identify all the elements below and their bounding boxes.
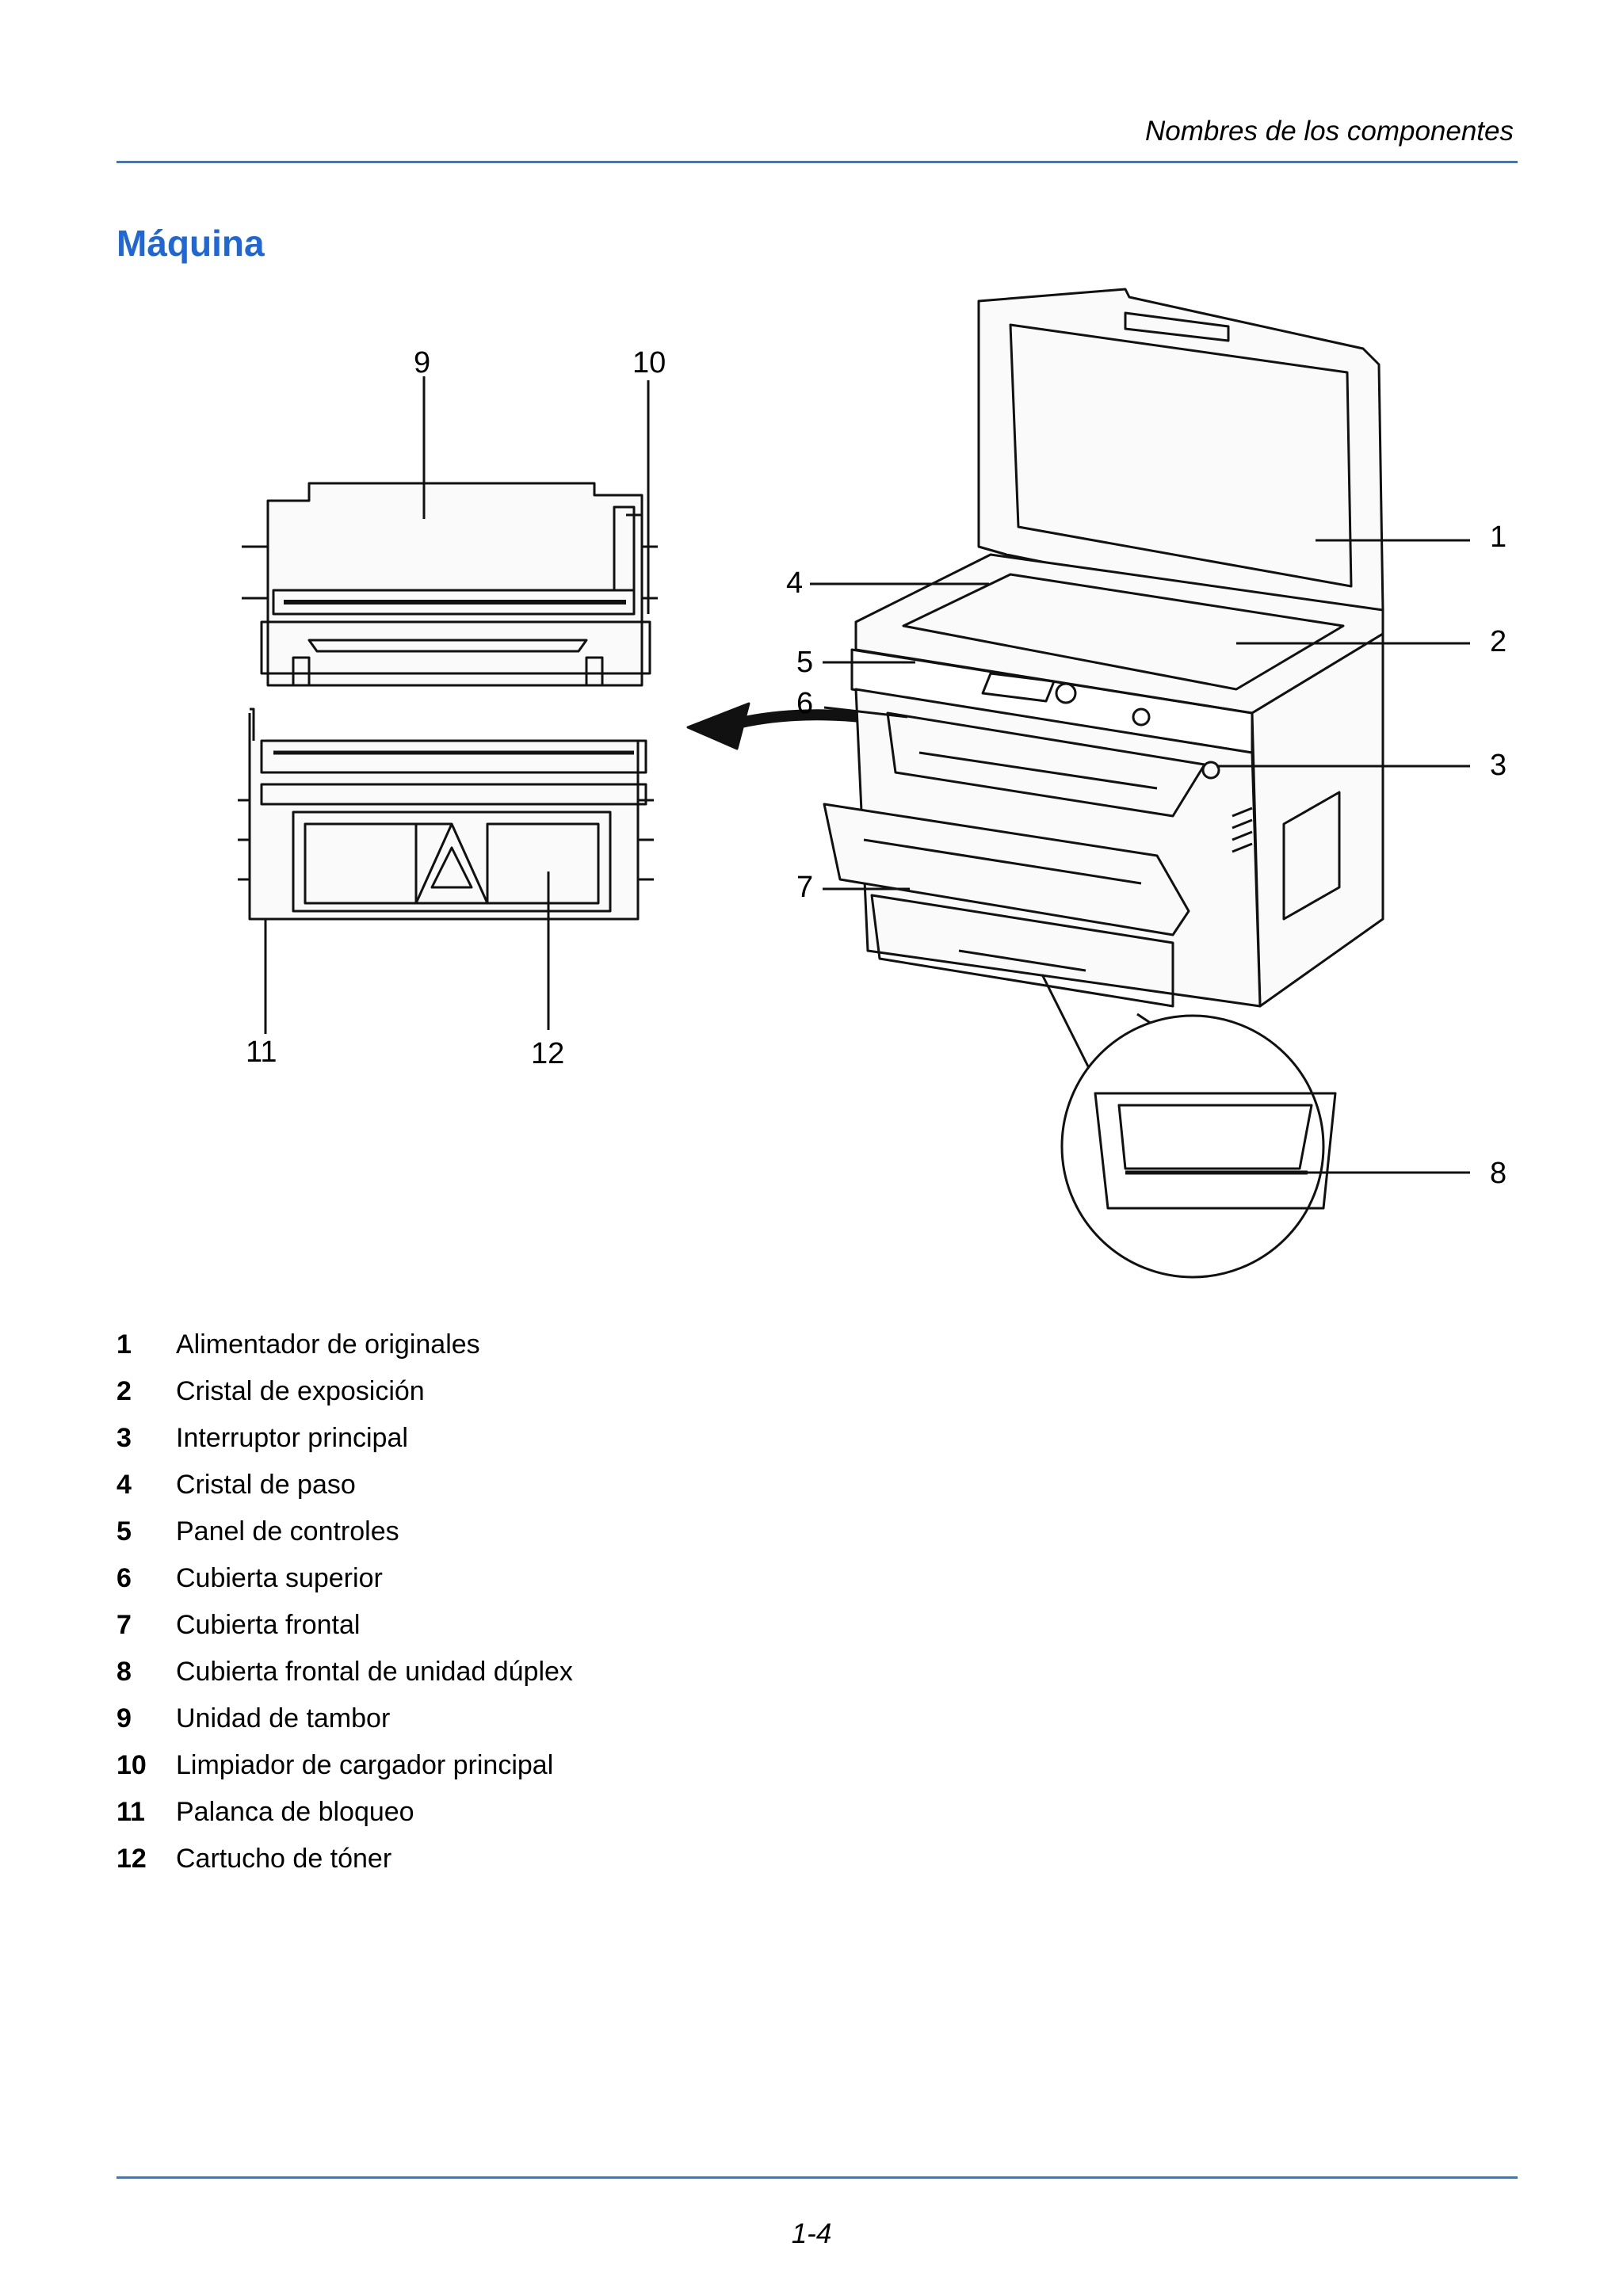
legend-number: 5 (116, 1516, 132, 1547)
printer-body-drawing (823, 288, 1384, 1008)
callout-5: 5 (796, 646, 813, 679)
legend-number: 3 (116, 1423, 132, 1453)
drum-unit-drawing (242, 482, 658, 687)
legend-label: Unidad de tambor (176, 1703, 391, 1733)
legend-item: 1 Alimentador de originales (116, 1322, 573, 1368)
legend-number: 12 (116, 1844, 147, 1874)
legend-label: Panel de controles (176, 1516, 399, 1547)
section-title: Máquina (116, 223, 265, 264)
legend-item: 12 Cartucho de tóner (116, 1836, 573, 1882)
callout-9: 9 (414, 346, 430, 379)
legend-item: 8 Cubierta frontal de unidad dúplex (116, 1649, 573, 1695)
legend-label: Cristal de paso (176, 1470, 356, 1500)
legend-item: 10 Limpiador de cargador principal (116, 1742, 573, 1789)
callout-3: 3 (1490, 749, 1507, 782)
legend-number: 2 (116, 1376, 132, 1406)
legend-label: Cubierta superior (176, 1563, 383, 1593)
legend-label: Limpiador de cargador principal (176, 1750, 554, 1780)
legend-item: 11 Palanca de bloqueo (116, 1789, 573, 1836)
legend-label: Cubierta frontal de unidad dúplex (176, 1657, 573, 1687)
legend-item: 3 Interruptor principal (116, 1415, 573, 1462)
legend-label: Cristal de exposición (176, 1376, 425, 1406)
callout-10: 10 (632, 346, 666, 379)
legend-number: 8 (116, 1657, 132, 1687)
legend-item: 9 Unidad de tambor (116, 1695, 573, 1742)
callout-1: 1 (1490, 521, 1507, 554)
legend-item: 4 Cristal de paso (116, 1462, 573, 1508)
callout-6: 6 (796, 687, 813, 720)
legend-label: Cubierta frontal (176, 1610, 361, 1640)
legend-item: 2 Cristal de exposición (116, 1368, 573, 1415)
legend-number: 4 (116, 1470, 132, 1500)
header-rule (116, 161, 1518, 163)
page-number: 1-4 (791, 2218, 832, 2249)
duplex-zoom-drawing (1041, 974, 1337, 1279)
machine-illustration: 1 2 3 4 5 6 7 8 9 10 11 12 (238, 288, 1507, 1279)
running-header: Nombres de los componentes (1145, 116, 1514, 147)
legend-item: 6 Cubierta superior (116, 1555, 573, 1602)
legend-label: Cartucho de tóner (176, 1844, 392, 1874)
callout-4: 4 (786, 566, 803, 600)
legend-number: 11 (116, 1797, 145, 1827)
footer-rule (116, 2176, 1518, 2179)
legend-label: Interruptor principal (176, 1423, 408, 1453)
legend-number: 10 (116, 1750, 147, 1780)
toner-cartridge-drawing (238, 707, 654, 921)
callout-11: 11 (246, 1035, 277, 1069)
legend-number: 9 (116, 1703, 132, 1733)
legend-item: 7 Cubierta frontal (116, 1602, 573, 1649)
callout-7: 7 (796, 871, 813, 904)
callout-2: 2 (1490, 625, 1507, 658)
component-legend: 1 Alimentador de originales 2 Cristal de e… (116, 1322, 573, 1882)
legend-number: 7 (116, 1610, 132, 1640)
callout-8: 8 (1490, 1157, 1507, 1190)
legend-label: Palanca de bloqueo (176, 1797, 414, 1827)
legend-label: Alimentador de originales (176, 1329, 480, 1360)
legend-item: 5 Panel de controles (116, 1508, 573, 1555)
legend-number: 1 (116, 1329, 132, 1360)
legend-number: 6 (116, 1563, 132, 1593)
callout-12: 12 (531, 1037, 564, 1070)
